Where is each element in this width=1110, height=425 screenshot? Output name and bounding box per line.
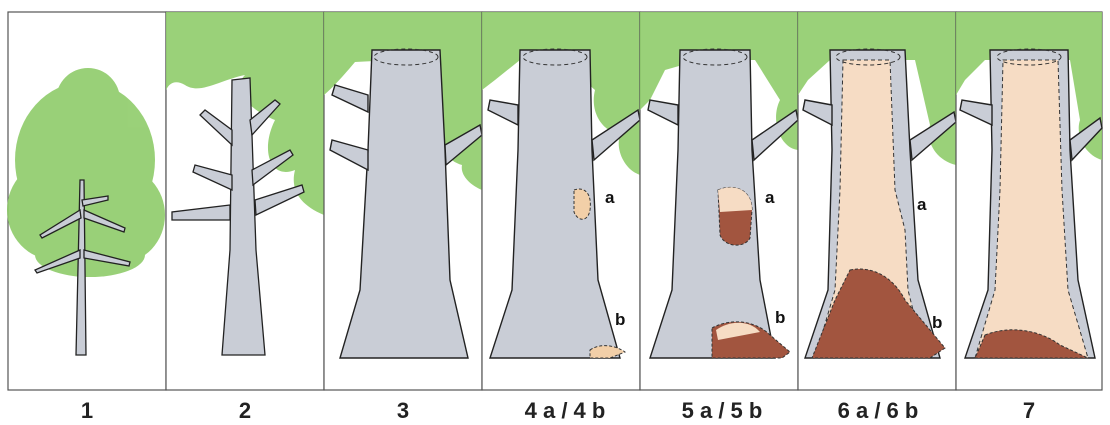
stage-label: 6 a / 6 b <box>838 398 919 423</box>
panel-3 <box>324 12 482 390</box>
stage-label: 5 a / 5 b <box>682 398 763 423</box>
stage-label: 2 <box>239 398 251 423</box>
panel-7 <box>956 12 1102 390</box>
panel-2 <box>166 12 324 390</box>
marker-b: b <box>775 308 785 327</box>
panel-4 <box>482 12 640 390</box>
wound-a <box>574 189 590 219</box>
marker-b: b <box>615 310 625 329</box>
marker-b: b <box>932 313 942 332</box>
stage-label: 3 <box>397 398 409 423</box>
marker-a: a <box>917 195 927 214</box>
marker-a: a <box>765 188 775 207</box>
stage-label: 7 <box>1023 398 1035 423</box>
panel-6 <box>798 12 956 390</box>
stage-label: 4 a / 4 b <box>525 398 606 423</box>
panel-1 <box>7 12 166 390</box>
marker-a: a <box>605 188 615 207</box>
stage-label: 1 <box>81 398 93 423</box>
